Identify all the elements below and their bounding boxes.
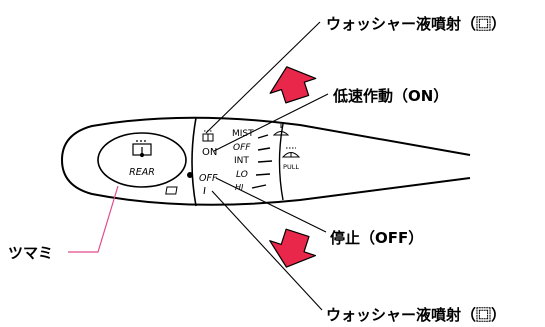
leader-washer-bottom: [211, 190, 323, 311]
position-dot: [187, 172, 193, 178]
wiper-lever: REAR ON OFF MIST OFF INT LO HI: [60, 116, 471, 207]
front-washer-icon: [281, 147, 301, 158]
leader-low-speed: [213, 93, 329, 152]
leader-stop: [215, 177, 327, 233]
leader-washer-top: [205, 21, 321, 134]
rear-wiper-icon: [132, 140, 152, 158]
arrow-down-icon: [269, 228, 317, 268]
front-position-lo: LO: [236, 170, 248, 180]
rear-knob: [97, 132, 187, 188]
rear-position-off: OFF: [199, 173, 218, 184]
label-stop-off: 停止（OFF）: [330, 229, 423, 247]
front-position-ticks: [251, 134, 273, 189]
rear-position-on: ON: [202, 147, 217, 158]
knob-label: REAR: [129, 167, 155, 178]
front-position-hi: HI: [235, 183, 244, 192]
label-low-speed-on: 低速作動（ON）: [332, 87, 448, 105]
leader-knob: [68, 185, 119, 253]
label-knob: ツマミ: [8, 244, 53, 262]
front-position-int: INT: [234, 156, 249, 166]
label-washer-top: ウォッシャー液噴射（⿴）: [326, 15, 506, 33]
lever-collar: [191, 117, 197, 207]
rear-washer-icon-lower: [165, 186, 206, 195]
label-washer-bottom: ウォッシャー液噴射（⿴）: [326, 306, 506, 324]
callout-lines: [205, 21, 329, 311]
mist-wiper-icon: [272, 124, 290, 136]
front-position-off: OFF: [233, 143, 251, 153]
arrow-up-icon: [269, 66, 317, 104]
pull-label: PULL: [283, 163, 299, 171]
front-position-mist: MIST: [232, 129, 254, 139]
